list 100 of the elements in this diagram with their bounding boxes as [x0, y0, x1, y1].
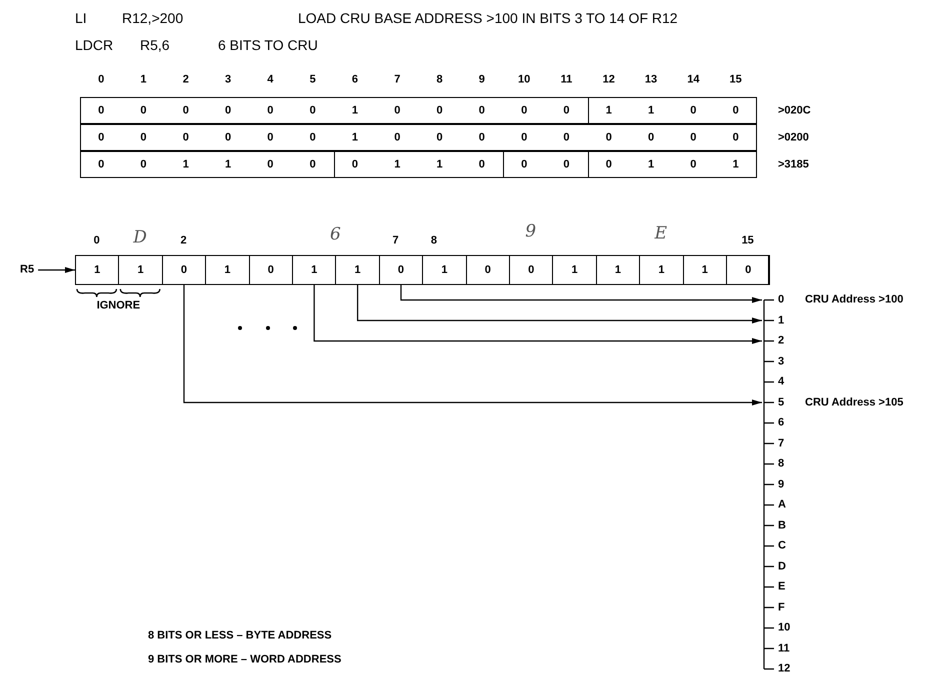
bit-number: 0	[94, 236, 100, 246]
cru-line-label: D	[766, 561, 786, 572]
bit-number: 2	[182, 74, 189, 86]
bit-value: 0	[436, 132, 443, 143]
bit-value: 0	[140, 132, 146, 143]
address-note: CRU Address >100	[805, 294, 904, 306]
bit-value: 1	[352, 132, 358, 143]
hex-value: >0200	[778, 132, 809, 143]
bit-number: 11	[560, 74, 572, 86]
bit-number: 8	[430, 236, 437, 246]
bit-value: 1	[182, 159, 189, 170]
operand: R12,>200	[122, 11, 184, 25]
bit-value: 0	[140, 159, 146, 170]
bit-value: 0	[98, 159, 104, 170]
bit-number: 10	[518, 74, 530, 86]
bit-value: 0	[267, 105, 274, 116]
register-box	[75, 255, 769, 285]
cru-line-label: 7	[766, 438, 784, 449]
cru-line-label: 12	[766, 664, 790, 674]
bit-value: 1	[648, 105, 654, 116]
bit-number: 6	[352, 74, 358, 86]
cru-line-label: 9	[766, 479, 784, 490]
bit-value: 0	[521, 132, 528, 143]
bit-value: 0	[182, 132, 189, 143]
bit-number: 8	[436, 74, 443, 86]
bit-number: 9	[478, 74, 485, 86]
bit-value: 0	[606, 132, 612, 143]
cru-line-label: 1	[766, 315, 784, 326]
instruction-mnemonic: LI	[75, 11, 87, 25]
bit-value: 1	[648, 159, 654, 170]
hex-value: >3185	[778, 159, 809, 170]
operand: R5,6	[140, 38, 170, 52]
bit-value: 0	[690, 132, 696, 143]
bit-value: 1	[606, 105, 612, 116]
arrow	[400, 285, 762, 303]
bit-number: 15	[730, 74, 742, 86]
bit-value: 0	[140, 105, 146, 116]
bit-value: 0	[563, 132, 570, 143]
bit-number: 0	[98, 74, 104, 86]
bit-value: 1	[436, 159, 443, 170]
bit-value: 0	[98, 132, 104, 143]
cru-line-label: 4	[766, 376, 784, 388]
bit-value: 0	[224, 132, 232, 143]
bit-number: 7	[392, 236, 399, 246]
handwritten-note: D	[133, 230, 147, 246]
bit-value: 0	[732, 105, 739, 116]
bit-value: 0	[478, 159, 485, 170]
hex-value: >020C	[778, 105, 811, 116]
bit-value: 0	[394, 132, 400, 143]
bit-value: 0	[521, 159, 528, 170]
bit-value: 0	[394, 105, 400, 116]
cru-line-label: 11	[766, 643, 790, 654]
arrow	[183, 285, 762, 406]
cru-line-label: 8	[766, 458, 784, 470]
bit-value: 1	[394, 159, 400, 170]
cru-line-label: 0	[766, 294, 784, 306]
note-text: 9 BITS OR MORE – WORD ADDRESS	[148, 654, 342, 666]
bit-number: 12	[602, 74, 615, 86]
bit-number: 14	[687, 74, 700, 86]
arrow	[314, 285, 762, 344]
bit-value: 0	[182, 105, 189, 116]
comment-text: 6 BITS TO CRU	[218, 38, 318, 52]
bit-value: 0	[690, 105, 696, 116]
ignore-label: IGNORE	[96, 300, 140, 312]
bit-number: 13	[644, 74, 658, 86]
cru-line-label: 3	[766, 356, 784, 367]
bit-value: 0	[606, 159, 612, 170]
cru-line-label: 10	[766, 622, 790, 634]
bit-value: 0	[648, 132, 654, 143]
bit-value: 0	[478, 132, 485, 143]
bit-value: 0	[310, 132, 316, 143]
bit-number: 1	[140, 74, 146, 86]
arrow	[356, 285, 762, 324]
note-text: 8 BITS OR LESS – BYTE ADDRESS	[148, 630, 332, 642]
bit-value: 1	[732, 159, 739, 170]
handwritten-note: 6	[330, 226, 341, 244]
bit-number: 15	[742, 236, 754, 246]
bit-value: 0	[690, 159, 696, 170]
bit-value: 0	[732, 132, 739, 143]
bit-value: 0	[478, 105, 485, 116]
cru-line-label: C	[766, 540, 786, 552]
bit-value: 0	[267, 132, 274, 143]
bit-number: 2	[180, 236, 187, 246]
comment-text: LOAD CRU BASE ADDRESS >100 IN BITS 3 TO 14 OF R12	[298, 11, 678, 25]
register-name: R5	[20, 264, 34, 276]
arrow	[38, 267, 75, 273]
bit-value: 0	[521, 105, 528, 116]
bit-value: 0	[563, 105, 570, 116]
cru-line-label: A	[766, 500, 786, 510]
handwritten-note: 9	[525, 224, 536, 240]
bit-number: 7	[394, 74, 400, 86]
bit-number: 4	[267, 74, 274, 86]
bit-value: 0	[436, 105, 443, 116]
bit-value: 0	[310, 159, 316, 170]
cru-line-label: 2	[766, 336, 784, 346]
bit-value: 0	[98, 105, 104, 116]
instruction-mnemonic: LDCR	[75, 38, 114, 52]
bit-value: 0	[563, 159, 570, 170]
bit-number: 5	[310, 74, 316, 86]
bit-number: 3	[224, 74, 232, 86]
